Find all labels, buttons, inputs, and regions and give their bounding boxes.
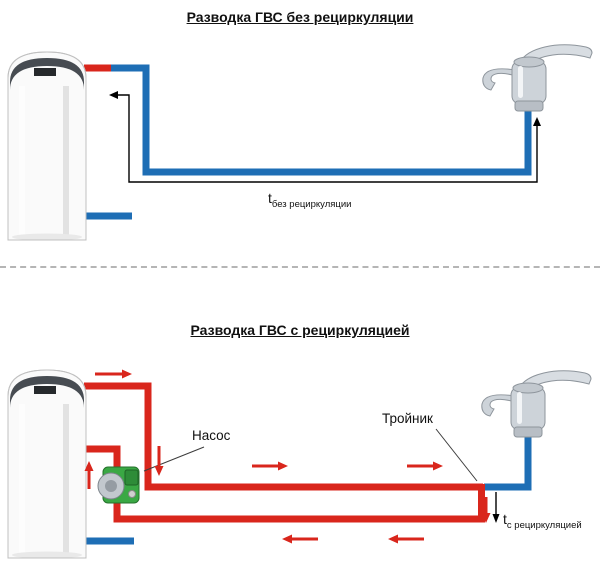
top-diagram-title: Разводка ГВС без рециркуляции [186, 9, 414, 25]
pump-leader-line [143, 446, 205, 472]
tee-label: Тройник [382, 411, 433, 426]
time-subscript: с рециркуляцией [506, 519, 582, 531]
time-symbol: t [268, 190, 272, 206]
flow-arrows [84, 369, 491, 544]
time-annotation-arrow-bottom [492, 492, 500, 523]
time-annotation-arrow [109, 91, 541, 183]
bottom-diagram-title: Разводка ГВС с рециркуляцией [190, 322, 410, 338]
cold-supply-pipe [111, 64, 532, 176]
faucet-icon [482, 44, 593, 112]
bottom-diagram [7, 369, 592, 559]
time-symbol: t [503, 511, 507, 527]
time-subscript: без рециркуляции [271, 198, 352, 210]
section-divider [0, 266, 600, 268]
time-label-with-recirculation: tс рециркуляцией [503, 511, 582, 531]
faucet-icon-bottom [481, 370, 592, 438]
pump-icon [97, 466, 140, 504]
pump-label: Насос [192, 428, 231, 443]
hot-supply-pipe [84, 382, 483, 491]
time-label-no-recirculation: tбез рециркуляции [268, 190, 351, 210]
water-heater-icon [7, 51, 87, 241]
tee-leader-line [435, 428, 478, 482]
water-heater-icon-bottom [7, 369, 87, 559]
recirculation-return-pipe [84, 445, 485, 523]
top-diagram [7, 44, 593, 241]
cold-faucet-drop-pipe [484, 430, 532, 491]
